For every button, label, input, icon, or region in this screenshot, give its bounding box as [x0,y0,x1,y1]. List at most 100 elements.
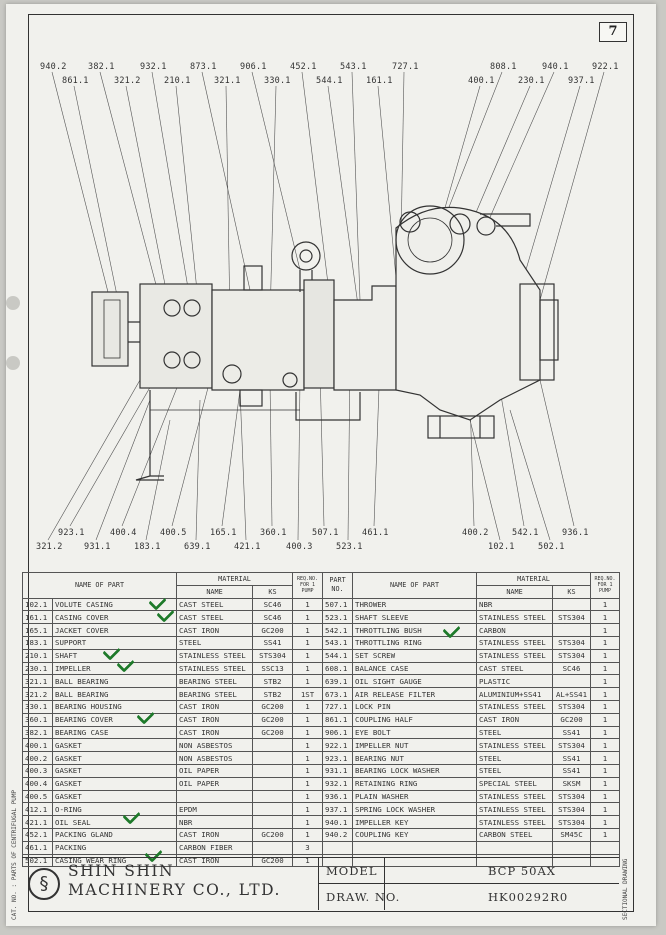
material-name: PLASTIC [476,674,554,689]
part-number: 542.1 [322,623,354,637]
required-qty: 1 [590,776,621,791]
top-callout: 873.1 [190,62,217,72]
ks-code: STS304 [552,802,592,817]
leader-line [225,85,231,321]
part-number: 321.1 [22,674,53,689]
sectional-drawing [47,71,605,541]
part-name: IMPELLER KEY [352,815,478,829]
part-number: 461.1 [22,840,53,855]
ks-code: SSC13 [252,661,294,676]
bottom-callout: 461.1 [362,528,389,538]
part-name: LOCK PIN [352,699,478,714]
leader-line [221,389,241,527]
part-name: PLAIN WASHER [352,789,478,804]
material-name: ALUMINIUM+SS41 [476,687,554,701]
leader-line [151,71,191,301]
top-callout: 808.1 [490,62,517,72]
leader-line [539,71,605,301]
material-name: CAST IRON [176,623,254,637]
material-name: SPECIAL STEEL [476,776,554,791]
leader-line [175,85,201,321]
top-callout: 161.1 [366,76,393,86]
material-name: OIL PAPER [176,763,254,778]
part-name: IMPELLER NUT [352,738,478,753]
material-name: STEEL [476,751,554,765]
required-qty: 1 [590,751,621,765]
header-req-no-right: REQ.NO. FOR 1 PUMP [590,572,621,599]
part-number: 360.1 [22,712,53,727]
part-number: 183.1 [22,635,53,650]
ks-code [252,802,294,817]
part-number: 608.1 [322,661,354,676]
part-name: THROWER [352,597,478,612]
ks-code: SC46 [552,661,592,676]
required-qty: 1 [590,635,621,650]
ks-code: SS41 [552,725,592,740]
material-name: NBR [476,597,554,612]
header-material-name: NAME [176,584,254,599]
leader-line [171,379,211,527]
required-qty: 1 [292,648,324,663]
page-number: 7 [599,22,627,42]
part-name: AIR RELEASE FILTER [352,687,478,701]
top-callout: 543.1 [340,62,367,72]
ks-code [252,815,294,829]
bottom-callout: 400.5 [160,528,187,538]
required-qty: 3 [292,840,324,855]
part-number: 639.1 [322,674,354,689]
required-qty: 1 [292,815,324,829]
bottom-callout: 639.1 [184,542,211,552]
part-number: 543.1 [322,635,354,650]
top-callout: 940.2 [40,62,67,72]
ks-code: SS41 [552,751,592,765]
top-callout: 861.1 [62,76,89,86]
required-qty: 1ST [292,687,324,701]
ks-code [252,840,294,855]
ks-code: STB2 [252,674,294,689]
material-name: STAINLESS STEEL [176,661,254,676]
required-qty: 1 [292,789,324,804]
required-qty: 1 [292,776,324,791]
top-callout: 400.1 [468,76,495,86]
leader-line [519,85,581,291]
ks-code: STS304 [252,648,294,663]
part-name: EYE BOLT [352,725,478,740]
material-name: STAINLESS STEEL [476,610,554,625]
leader-line [439,71,503,231]
material-name: NBR [176,815,254,829]
required-qty: 1 [590,610,621,625]
top-callout: 321.2 [114,76,141,86]
company-name: SHIN SHIN MACHINERY CO., LTD. [68,862,281,900]
required-qty: 1 [590,623,621,637]
part-name: JACKET COVER [51,623,178,637]
header-material-right: MATERIAL [476,572,592,586]
bottom-callout: 321.2 [36,542,63,552]
required-qty: 1 [292,738,324,753]
part-name: COUPLING HALF [352,712,478,727]
title-block: § SHIN SHIN MACHINERY CO., LTD. MODEL BC… [22,857,619,910]
ks-code: GC200 [252,853,294,868]
leader-line [499,389,525,527]
required-qty: 1 [292,725,324,740]
part-number: 400.3 [22,763,53,778]
part-name: BEARING COVER [51,712,178,727]
part-name: BEARING LOCK WASHER [352,763,478,778]
leader-line [469,419,501,541]
material-name: STAINLESS STEEL [476,738,554,753]
ks-code: SS41 [552,763,592,778]
bottom-callout: 400.3 [286,542,313,552]
material-name: STEEL [476,763,554,778]
bottom-callout: 400.2 [462,528,489,538]
required-qty [590,853,621,868]
material-name: CAST STEEL [176,597,254,612]
top-callout: 906.1 [240,62,267,72]
top-callout: 940.1 [542,62,569,72]
material-name [176,789,254,804]
part-name: BEARING CASE [51,725,178,740]
top-callout: 922.1 [592,62,619,72]
